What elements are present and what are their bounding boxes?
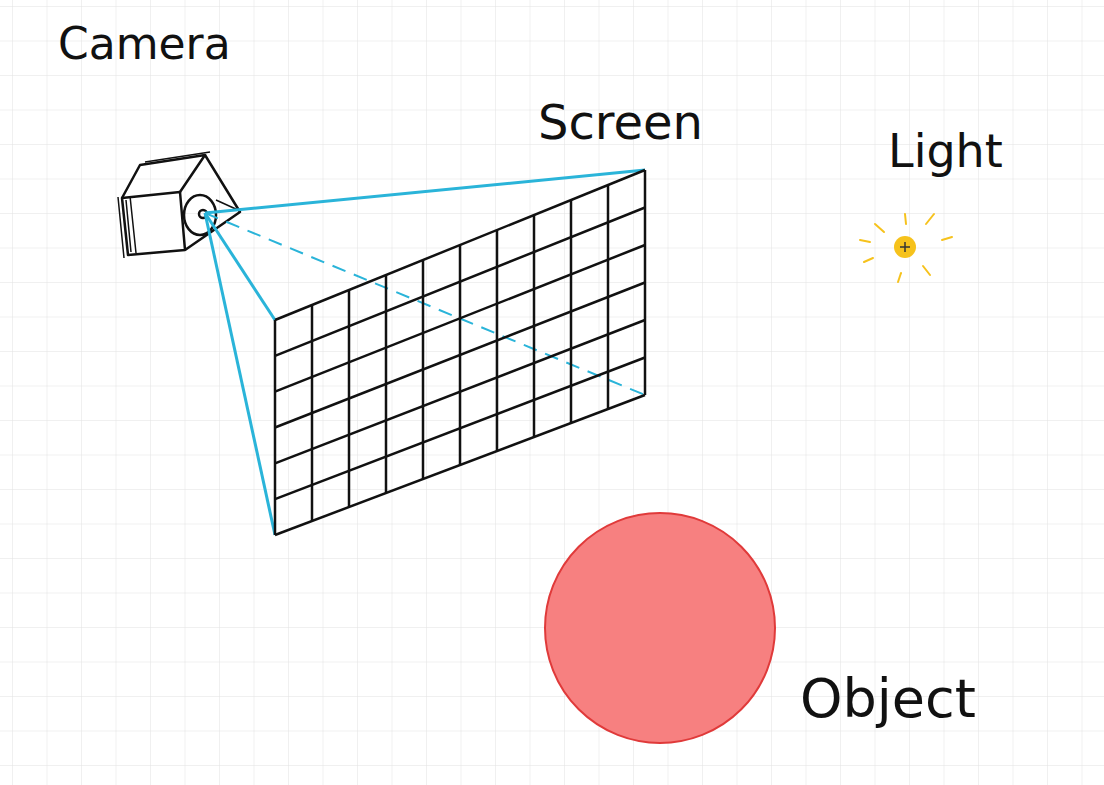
grid-line — [275, 208, 645, 356]
camera-label: Camera — [58, 22, 231, 66]
grid-line — [275, 245, 645, 392]
grid-line — [275, 283, 645, 428]
grid-line — [275, 320, 645, 463]
camera-sketch — [118, 152, 240, 258]
grid-line — [275, 170, 645, 320]
view-rays — [205, 170, 645, 535]
grid-line — [275, 358, 645, 500]
sphere-object — [545, 513, 775, 743]
screen-grid — [275, 170, 645, 535]
light-label: Light — [888, 128, 1003, 174]
screen-label: Screen — [538, 98, 703, 146]
object-label: Object — [800, 672, 976, 726]
light-symbol — [860, 214, 952, 282]
grid-line — [275, 395, 645, 535]
